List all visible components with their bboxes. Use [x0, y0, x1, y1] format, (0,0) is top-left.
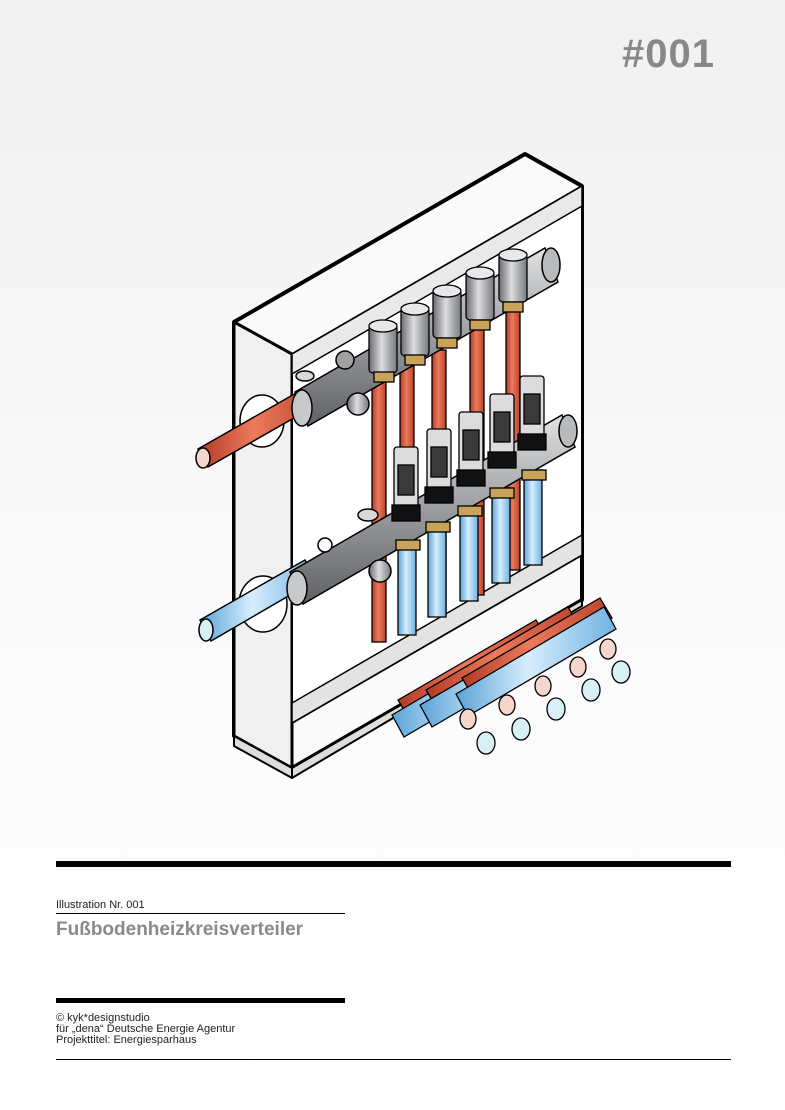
supply-valves — [368, 248, 528, 383]
illustration-label: Illustration Nr. 001 — [56, 899, 145, 911]
illustration-number: #001 — [622, 32, 715, 76]
divider-thick-credits — [56, 998, 345, 1003]
credit-line-studio: © kyk*designstudio — [56, 1012, 150, 1024]
divider-thin-label — [56, 913, 345, 914]
credits-block: © kyk*designstudio für „dena“ Deutsche E… — [56, 1013, 235, 1046]
credit-line-client: für „dena“ Deutsche Energie Agentur — [56, 1023, 236, 1035]
divider-thick-top — [56, 861, 731, 867]
illustration-title: Fußbodenheizkreisverteiler — [56, 919, 304, 940]
flow-meters — [391, 375, 547, 551]
divider-thin-bottom — [56, 1059, 731, 1060]
outgoing-pipes — [391, 597, 631, 755]
credit-line-project: Projekttitel: Energiesparhaus — [56, 1034, 197, 1046]
